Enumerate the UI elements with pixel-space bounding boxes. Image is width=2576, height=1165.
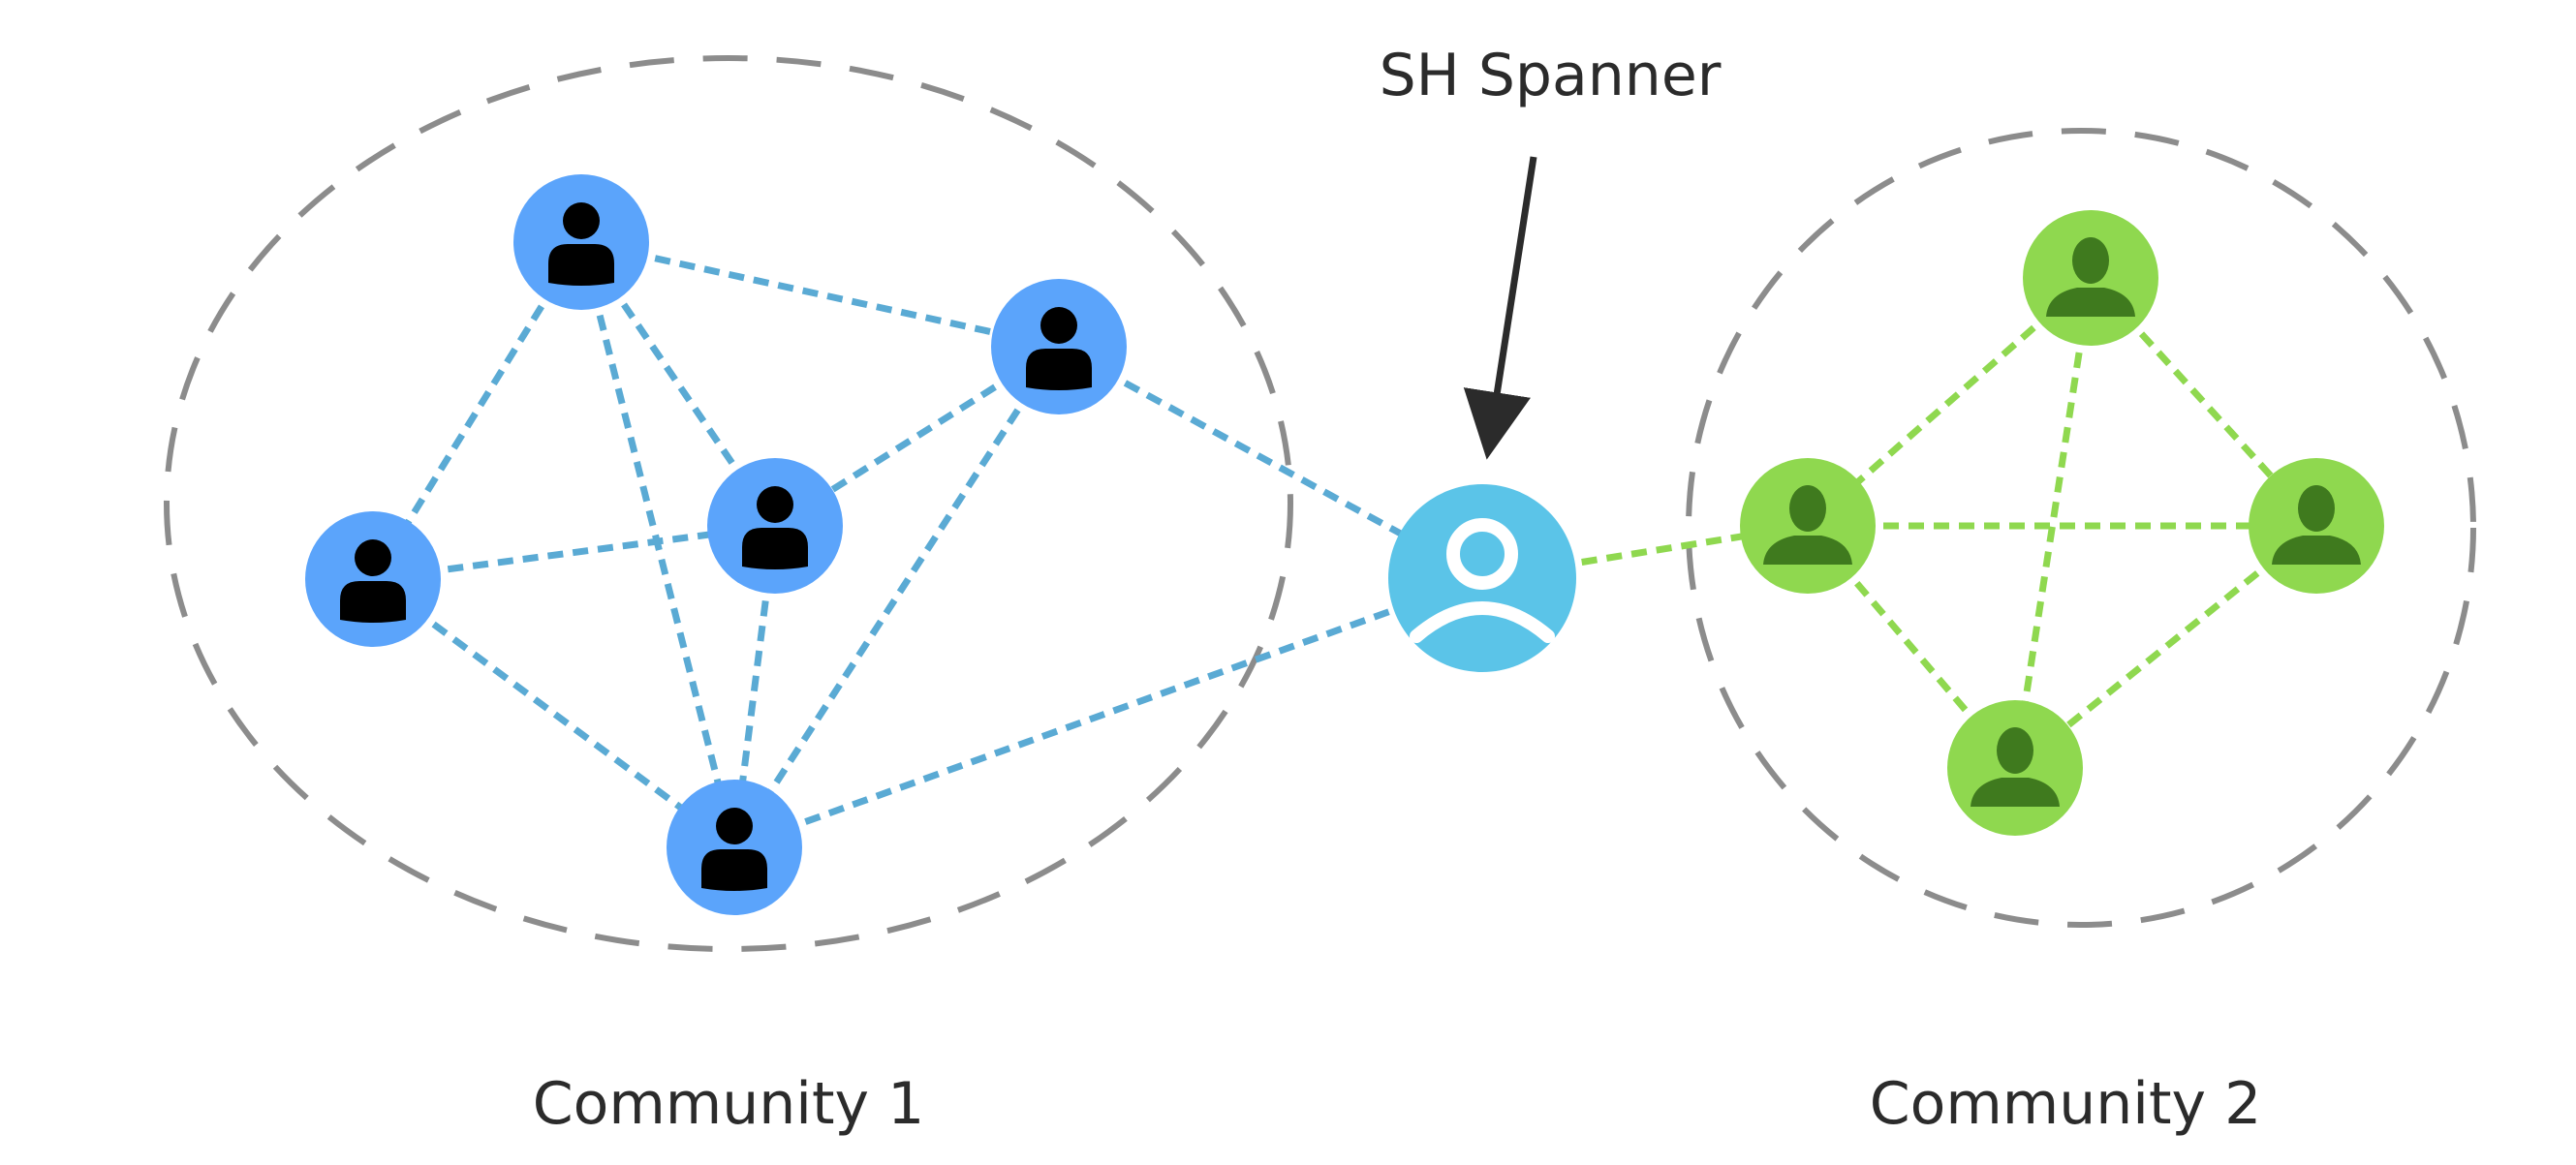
user-icon bbox=[742, 486, 808, 569]
user-silhouette-icon bbox=[1763, 485, 1852, 565]
edge-c1b-sp bbox=[1057, 343, 1484, 582]
node-c2d[interactable] bbox=[1947, 700, 2083, 836]
user-silhouette-icon bbox=[2046, 237, 2135, 317]
node-c2c[interactable] bbox=[2249, 458, 2384, 594]
node-circle bbox=[513, 174, 649, 310]
nodes bbox=[305, 174, 2384, 915]
user-icon bbox=[1026, 307, 1092, 390]
node-c2a[interactable] bbox=[2023, 210, 2158, 346]
node-c1b[interactable] bbox=[991, 279, 1127, 414]
user-outline-icon bbox=[1410, 518, 1555, 643]
node-c1d[interactable] bbox=[707, 458, 843, 594]
node-circle bbox=[991, 279, 1127, 414]
node-c2b[interactable] bbox=[1740, 458, 1876, 594]
spanner-arrow bbox=[1463, 156, 1537, 460]
user-silhouette-icon bbox=[2272, 485, 2361, 565]
edge-c2a-c2d bbox=[2011, 277, 2095, 769]
node-circle bbox=[707, 458, 843, 594]
user-silhouette-icon bbox=[1971, 727, 2060, 807]
user-icon bbox=[340, 539, 406, 623]
community-1-label: Community 1 bbox=[533, 1070, 925, 1138]
node-c1a[interactable] bbox=[513, 174, 649, 310]
edge-c1e-sp bbox=[732, 574, 1484, 851]
edge-c1a-c1b bbox=[580, 238, 1060, 351]
spanner-label: SH Spanner bbox=[1380, 42, 1722, 109]
community-1-boundary bbox=[164, 55, 1293, 952]
node-c1c[interactable] bbox=[305, 511, 441, 647]
edge-c1b-c1e bbox=[731, 345, 1062, 849]
node-circle bbox=[305, 511, 441, 647]
user-icon bbox=[548, 202, 614, 286]
node-c1e[interactable] bbox=[667, 780, 802, 915]
community-2-label: Community 2 bbox=[1870, 1070, 2262, 1138]
node-sp[interactable] bbox=[1388, 484, 1576, 672]
node-circle bbox=[667, 780, 802, 915]
community-2-boundary bbox=[1686, 128, 2476, 928]
user-icon bbox=[701, 808, 767, 891]
